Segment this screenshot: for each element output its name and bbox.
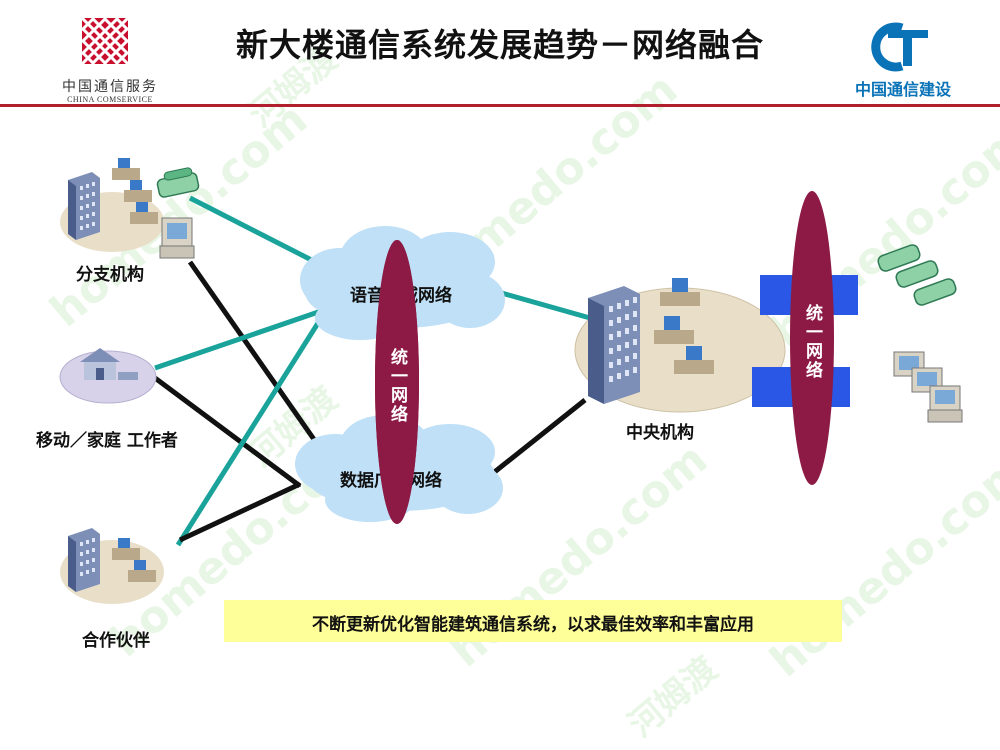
central-building-icon xyxy=(588,286,640,404)
link-partner-voice xyxy=(175,302,333,547)
header-divider xyxy=(0,104,1000,107)
china-construction-cn: 中国通信建设 xyxy=(854,80,951,99)
page-title: 新大楼通信系统发展趋势－网络融合 xyxy=(235,26,764,64)
branch-building-icon xyxy=(68,172,100,240)
label-central: 中央机构 xyxy=(626,423,694,443)
phone-icon xyxy=(156,167,200,198)
phones-stack-icon xyxy=(877,244,957,306)
branch-workstations-icon xyxy=(112,158,158,224)
link-mobile-data xyxy=(153,375,302,489)
china-comservice-cn: 中国通信服务 xyxy=(62,79,158,95)
link-voice-central xyxy=(497,289,591,321)
summary-banner xyxy=(224,600,842,642)
unified-network-left-label: 统一网络 xyxy=(387,348,407,424)
unified-network-right-label: 统一网络 xyxy=(802,304,822,380)
partner-building-icon xyxy=(68,528,100,592)
central-workstations-icon xyxy=(654,278,714,374)
cc-logo-icon xyxy=(871,22,928,72)
lattice-logo-icon xyxy=(80,16,130,66)
summary-banner-text: 不断更新优化智能建筑通信系统，以求最佳效率和丰富应用 xyxy=(312,615,754,635)
link-data-central xyxy=(490,398,587,476)
link-branch-data xyxy=(187,260,323,450)
china-comservice-en: CHINA COMSERVICE xyxy=(67,95,153,104)
connection-lines xyxy=(153,195,591,547)
unified-oval-right xyxy=(790,191,834,485)
china-comservice-logo xyxy=(80,16,130,66)
china-construction-logo xyxy=(862,22,932,72)
label-mobile-home: 移动／家庭 工作者 xyxy=(36,431,178,451)
computers-stack-icon xyxy=(893,351,963,423)
computer-icon xyxy=(159,217,195,259)
link-mobile-voice xyxy=(154,305,331,371)
house-icon xyxy=(80,348,138,380)
link-partner-data xyxy=(178,481,302,543)
label-partner: 合作伙伴 xyxy=(82,631,150,651)
partner-workstations-icon xyxy=(112,538,156,582)
label-branch: 分支机构 xyxy=(76,265,144,285)
